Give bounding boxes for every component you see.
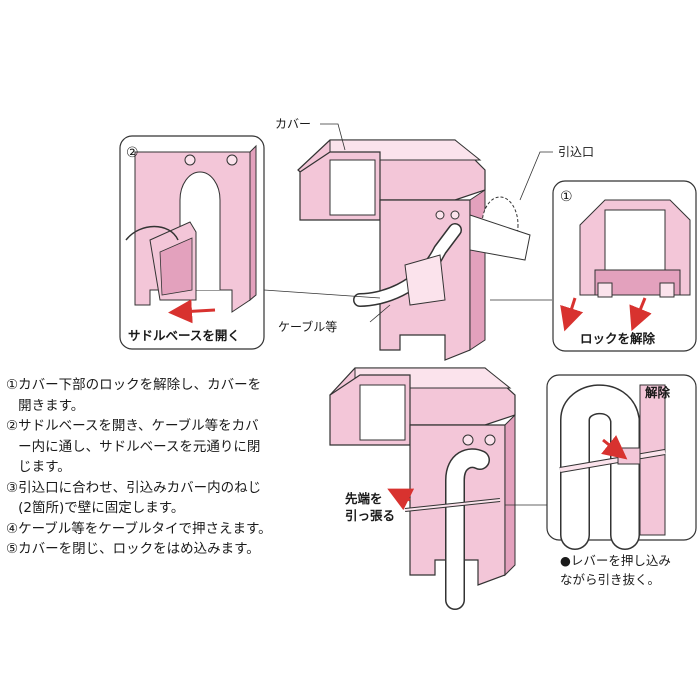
step-text: 引込口に合わせ、引込みカバー内のねじ (2箇所)で壁に固定します。 — [18, 479, 262, 517]
step-mark: ② — [6, 418, 19, 434]
marker-step1: ① — [560, 189, 573, 205]
step-text: カバーを閉じ、ロックをはめ込みます。 — [18, 541, 260, 557]
label-cover: カバー — [275, 117, 312, 131]
step-mark: ④ — [6, 520, 19, 537]
label-pull-tip: 先端を 引っ張る — [345, 491, 396, 523]
leader-lines — [263, 123, 553, 323]
label-release: 解除 — [645, 385, 671, 400]
step-text: ケーブル等をケーブルタイで押さえます。 — [18, 520, 272, 537]
step-text: サドルベースを開き、ケーブル等をカバ ー内に通し、サドルベースを元通りに閉 じま… — [18, 418, 261, 475]
inset-release — [546, 374, 697, 550]
label-open-saddle: サドルベースを開く — [128, 328, 240, 343]
inset-step1 — [552, 180, 697, 352]
label-unlock: ロックを解除 — [580, 331, 656, 346]
step-text: カバー下部のロックを解除し、カバーを 開きます。 — [18, 377, 262, 414]
step-mark: ⑤ — [6, 541, 19, 557]
main-device-bottom — [329, 367, 552, 610]
label-inlet: 引込口 — [558, 145, 595, 159]
step-mark: ③ — [6, 479, 19, 496]
release-note: ●レバーを押し込み ながら引き抜く。 — [560, 553, 671, 587]
marker-step2: ② — [126, 145, 139, 161]
step-mark: ① — [6, 377, 19, 393]
main-device-top — [297, 139, 531, 361]
inset-step2 — [119, 135, 265, 350]
label-cable: ケーブル等 — [278, 320, 338, 334]
